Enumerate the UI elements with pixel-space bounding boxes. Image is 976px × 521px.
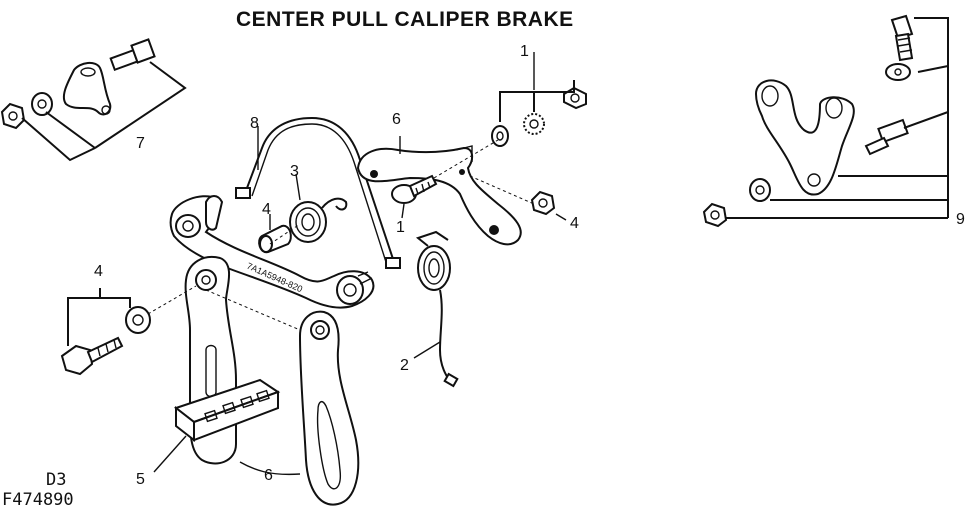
callout-labels: 1 1 2 3 4 4 4 5 6 6 7 8 9 — [94, 43, 965, 488]
brake-arm-6 — [356, 145, 522, 246]
part-7-assembly — [0, 38, 187, 162]
cable-hanger-plate — [62, 62, 112, 116]
callout-4-left: 4 — [94, 263, 103, 280]
spring-3 — [289, 197, 348, 243]
callout-7: 7 — [136, 135, 145, 152]
cable-end-left — [235, 187, 251, 199]
callout-6-arm: 6 — [392, 111, 401, 128]
hex-nut-7 — [0, 102, 26, 130]
brake-shoe-5 — [173, 378, 281, 443]
callout-4-pad: 4 — [262, 201, 271, 218]
callout-6-bottom: 6 — [264, 467, 273, 484]
figure-code: F474890 — [2, 490, 74, 510]
bolt-4-left — [60, 288, 151, 376]
callout-2: 2 — [400, 357, 409, 374]
washer-7 — [31, 92, 53, 116]
callout-3: 3 — [290, 163, 299, 180]
callout-4-nut: 4 — [570, 215, 579, 232]
caliper-arm-right — [298, 310, 360, 506]
bushing-4 — [258, 224, 292, 254]
part-9-assembly — [702, 14, 949, 228]
cable-stop-head — [130, 38, 156, 64]
callout-9: 9 — [956, 211, 965, 228]
pivot-bolt-1 — [391, 174, 438, 204]
callout-5: 5 — [136, 471, 145, 488]
page-code: D3 — [46, 470, 67, 490]
callout-1-bolt: 1 — [396, 219, 405, 236]
callout-8: 8 — [250, 115, 259, 132]
cable-end-right — [385, 257, 401, 269]
return-spring-2 — [415, 230, 459, 388]
straddle-cable-8 — [235, 116, 401, 269]
callout-1-top: 1 — [520, 43, 529, 60]
diagram-title: CENTER PULL CALIPER BRAKE — [236, 8, 574, 31]
callout-leaders — [153, 52, 567, 476]
assembly-dash-lines — [147, 139, 535, 331]
nut-4-right — [530, 190, 556, 216]
pivot-hardware-1 — [491, 80, 587, 147]
